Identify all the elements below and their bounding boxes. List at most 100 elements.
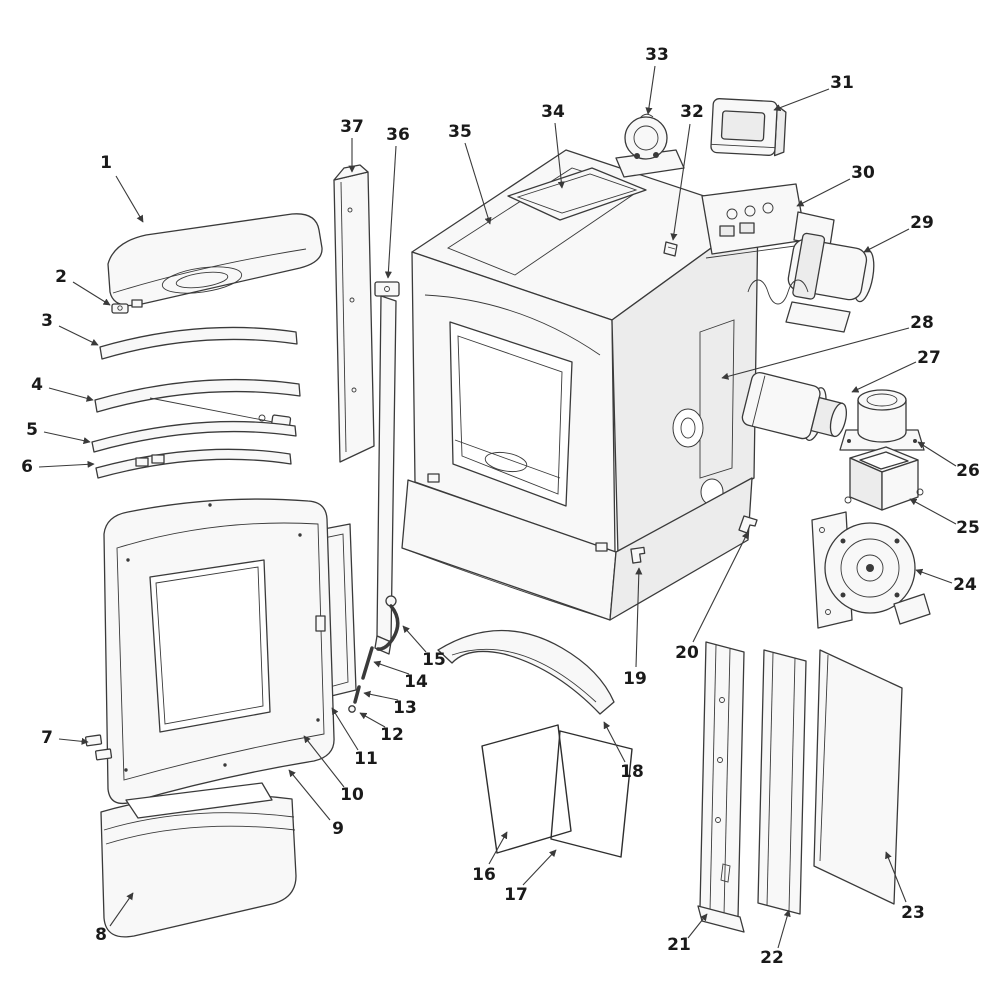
- callout-4: 4: [31, 375, 94, 402]
- part-label-5: 5: [26, 420, 38, 440]
- part-label-32: 32: [680, 102, 704, 122]
- part-label-7: 7: [41, 728, 53, 748]
- part-label-37: 37: [340, 117, 364, 137]
- part-20-clip: [738, 515, 758, 534]
- part-36-retainer-strip: [374, 281, 400, 655]
- callout-33: 33: [645, 45, 669, 115]
- part-18-baffle: [437, 629, 615, 715]
- part-3-trim-band: [99, 326, 298, 360]
- part-label-19: 19: [623, 669, 647, 689]
- callout-3: 3: [41, 311, 99, 346]
- part-label-2: 2: [55, 267, 67, 287]
- part-16-brick-panel: [481, 724, 572, 854]
- part-22-pedestal-panel: [757, 649, 807, 915]
- callout-24: 24: [915, 568, 977, 595]
- callout-9: 9: [288, 769, 344, 839]
- part-label-30: 30: [851, 163, 875, 183]
- callout-25: 25: [909, 498, 980, 538]
- part-label-4: 4: [31, 375, 43, 395]
- callout-28: 28: [721, 313, 934, 380]
- part-label-8: 8: [95, 925, 107, 945]
- part-label-6: 6: [21, 457, 33, 477]
- part-label-10: 10: [340, 785, 364, 805]
- part-label-11: 11: [354, 749, 378, 769]
- part-label-21: 21: [667, 935, 691, 955]
- part-9-10-door-assembly: [103, 498, 335, 805]
- part-5-trim-band: [91, 420, 297, 453]
- part-label-17: 17: [504, 885, 528, 905]
- part-label-16: 16: [472, 865, 496, 885]
- callout-31: 31: [773, 73, 854, 112]
- callout-35: 35: [448, 122, 492, 225]
- part-4-trim-band-rod: [94, 378, 301, 430]
- part-25-airbox: [844, 446, 924, 511]
- callout-2: 2: [55, 267, 111, 306]
- callout-37: 37: [340, 117, 364, 173]
- callout-17: 17: [504, 849, 557, 905]
- callout-23: 23: [885, 851, 925, 923]
- part-label-33: 33: [645, 45, 669, 65]
- part-12-washer: [348, 705, 356, 713]
- part-label-24: 24: [953, 575, 977, 595]
- part-label-12: 12: [380, 725, 404, 745]
- part-34-top-access-plate: [507, 167, 647, 221]
- callout-12: 12: [359, 712, 404, 745]
- part-label-35: 35: [448, 122, 472, 142]
- part-21-pedestal-channel: [697, 641, 745, 933]
- part-23-side-panel: [813, 649, 903, 905]
- callout-16: 16: [472, 831, 508, 885]
- part-2-latch-bracket: [111, 299, 143, 314]
- part-label-20: 20: [675, 643, 699, 663]
- callout-34: 34: [541, 102, 565, 189]
- callout-32: 32: [670, 102, 704, 241]
- part-label-28: 28: [910, 313, 934, 333]
- part-label-9: 9: [332, 819, 344, 839]
- part-24-convection-blower: [811, 511, 931, 629]
- part-label-23: 23: [901, 903, 925, 923]
- callout-19: 19: [623, 567, 647, 689]
- part-37-side-trim-panel: [333, 164, 375, 463]
- part-label-14: 14: [404, 672, 428, 692]
- part-label-15: 15: [422, 650, 446, 670]
- callout-10: 10: [303, 735, 364, 805]
- part-label-31: 31: [830, 73, 854, 93]
- part-26-flue-collar: [839, 389, 925, 451]
- callout-20: 20: [675, 531, 749, 663]
- callout-15: 15: [402, 625, 446, 670]
- part-label-13: 13: [393, 698, 417, 718]
- part-label-27: 27: [917, 348, 941, 368]
- part-label-34: 34: [541, 102, 565, 122]
- callout-6: 6: [21, 457, 95, 477]
- callout-18: 18: [603, 721, 644, 782]
- part-27-combustion-motor: [741, 371, 848, 441]
- callout-8: 8: [95, 892, 134, 945]
- callout-30: 30: [796, 163, 875, 207]
- callout-22: 22: [760, 909, 791, 968]
- callout-27: 27: [851, 348, 941, 393]
- part-32-clip: [663, 241, 678, 257]
- part-30-control-board: [701, 183, 835, 259]
- callout-13: 13: [363, 690, 417, 718]
- part-35-firebox-body: [401, 149, 759, 621]
- part-label-1: 1: [100, 153, 112, 173]
- part-31-control-box: [710, 98, 787, 157]
- part-1-top-lid: [107, 213, 323, 307]
- part-label-18: 18: [620, 762, 644, 782]
- part-7-hinge-clips: [84, 734, 113, 761]
- part-label-22: 22: [760, 948, 784, 968]
- part-29-gear-motor: [747, 232, 875, 333]
- part-17-brick-panel: [550, 730, 633, 858]
- callout-29: 29: [863, 213, 934, 253]
- callouts: 1 2 3 4 5 6 7 8 9 10 11 12 13 14 15 16 1…: [21, 45, 980, 968]
- part-6-trim-band-clips: [95, 448, 292, 479]
- part-label-29: 29: [910, 213, 934, 233]
- part-label-26: 26: [956, 461, 980, 481]
- callout-36: 36: [384, 125, 410, 279]
- part-8-ash-pan: [100, 782, 297, 938]
- callout-1: 1: [100, 153, 144, 223]
- callout-11: 11: [331, 707, 378, 769]
- part-33-vacuum-switch: [615, 113, 685, 178]
- part-14-rod: [361, 646, 374, 680]
- callout-21: 21: [667, 913, 708, 955]
